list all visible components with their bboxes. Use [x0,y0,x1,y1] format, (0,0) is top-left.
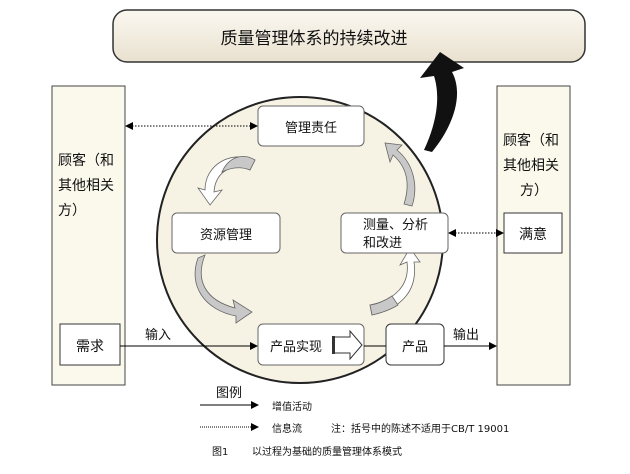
customer-right-line: 方） [520,183,548,199]
improvement-arrow-icon [420,52,464,152]
legend-info-flow: 信息流 [272,422,302,435]
title-box [112,9,586,63]
product-label: 产品 [402,340,428,355]
customer-left-line: 方） [58,203,86,219]
requirements-label: 需求 [76,339,104,355]
input-label: 输入 [145,327,171,343]
legend-value-activity: 增值活动 [272,400,312,413]
block-arrow-tail-icon [332,336,335,354]
satisfaction-label: 满意 [519,226,547,243]
svg-text:测量、分析和改进: 测量、分析和改进 [363,218,428,251]
customer-right-line: 其他相关 [503,158,559,174]
svg-text:顾客（和其他相关方）: 顾客（和其他相关方） [503,132,559,199]
requirements-box [59,323,121,366]
cycle-arrows-icon [194,142,421,324]
caption-text: 以过程为基础的质量管理体系模式 [252,445,402,458]
block-arrow-icon [333,329,363,361]
output-label: 输出 [453,327,479,343]
satisfaction-box [503,212,563,254]
product-box [385,323,445,366]
legend-title: 图例 [216,386,242,401]
management-box [257,105,365,147]
resource-label: 资源管理 [200,228,252,243]
customer-left-line: 顾客（和 [58,152,114,169]
measurement-line: 测量、分析 [363,218,428,233]
realization-box [257,323,365,366]
customer-right-line: 顾客（和 [503,132,559,149]
caption-label: 图1 [212,446,228,458]
resource-box [171,212,281,254]
title-text: 质量管理体系的持续改进 [221,29,408,49]
customer-left-line: 其他相关 [58,178,114,194]
legend-note: 注：括号中的陈述不适用于CB/T 19001 [331,422,509,435]
management-label: 管理责任 [285,121,337,136]
svg-text:顾客（和其他相关方）: 顾客（和其他相关方） [58,152,114,219]
measurement-line: 和改进 [363,236,402,251]
realization-label: 产品实现 [270,340,322,355]
